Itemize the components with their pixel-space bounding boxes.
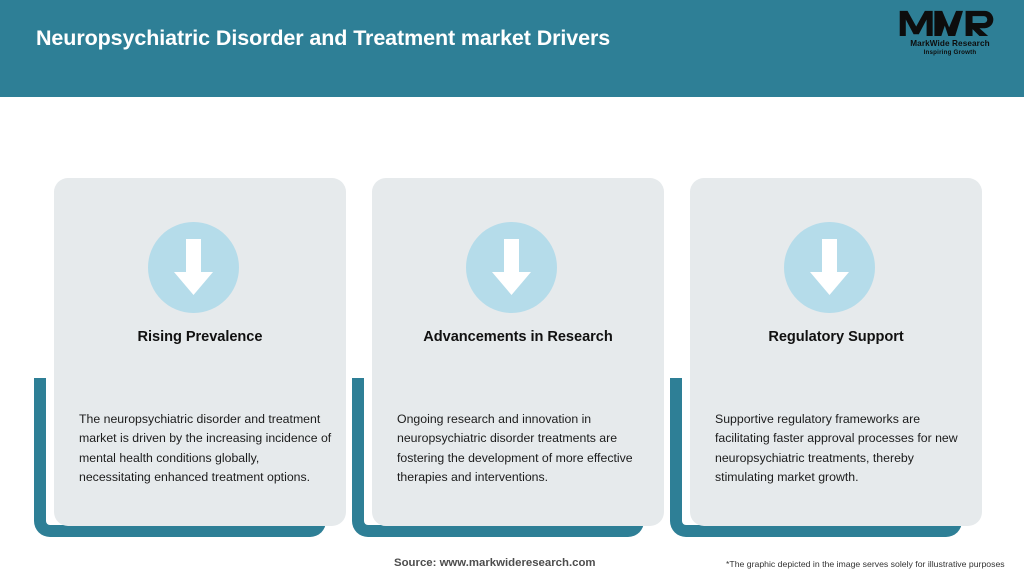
card-panel: Advancements in Research Ongoing researc… (372, 178, 664, 526)
card-title: Rising Prevalence (137, 329, 263, 345)
logo-company-name: MarkWide Research (910, 39, 990, 48)
arrow-down-icon (466, 222, 557, 313)
arrow-down-icon (784, 222, 875, 313)
driver-card-1: Rising Prevalence The neuropsychiatric d… (34, 97, 346, 537)
card-description: Supportive regulatory frameworks are fac… (715, 412, 958, 485)
brand-logo: MarkWide Research Inspiring Growth (898, 8, 1002, 62)
driver-card-2: Advancements in Research Ongoing researc… (352, 97, 664, 537)
card-panel: Regulatory Support Supportive regulatory… (690, 178, 982, 526)
logo-tagline: Inspiring Growth (923, 49, 977, 56)
card-title: Advancements in Research (423, 329, 613, 345)
header-banner: Neuropsychiatric Disorder and Treatment … (0, 0, 1024, 97)
disclaimer-note: *The graphic depicted in the image serve… (726, 559, 1005, 569)
card-description: Ongoing research and innovation in neuro… (397, 412, 633, 485)
card-description: The neuropsychiatric disorder and treatm… (79, 412, 332, 485)
card-panel: Rising Prevalence The neuropsychiatric d… (54, 178, 346, 526)
driver-card-3: Regulatory Support Supportive regulatory… (670, 97, 982, 537)
page-title: Neuropsychiatric Disorder and Treatment … (36, 26, 611, 50)
mwr-logo-icon (899, 10, 994, 36)
card-title: Regulatory Support (768, 329, 904, 345)
arrow-down-icon (148, 222, 239, 313)
driver-cards-container: Rising Prevalence The neuropsychiatric d… (0, 97, 1024, 537)
source-label: Source: www.markwideresearch.com (394, 557, 596, 569)
